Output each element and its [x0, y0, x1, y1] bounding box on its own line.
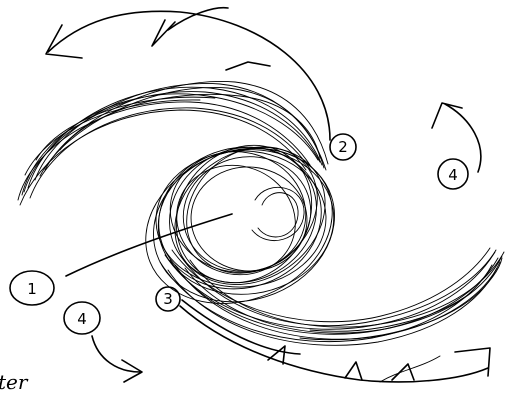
arrow-two-head-right — [226, 62, 270, 70]
arrow-three-head-d — [455, 348, 490, 376]
arrow-two-head-left — [46, 25, 82, 58]
spiral-arm-upper-left — [18, 81, 328, 205]
pointer-line-one — [66, 214, 232, 276]
arrow-two-stroke — [48, 11, 330, 140]
arrow-three-stroke-extra — [380, 356, 440, 382]
arrow-three-head-b — [345, 362, 362, 380]
label-three-text: 3 — [163, 290, 173, 308]
label-four-left-group: 4 — [64, 302, 142, 382]
arrow-four-right-head — [432, 103, 462, 128]
arrow-three-stroke-lower — [180, 306, 488, 382]
label-four-right-text: 4 — [448, 166, 458, 184]
arrow-two-head-mid — [152, 20, 175, 46]
label-four-left-text: 4 — [77, 310, 87, 328]
label-four-right-group: 4 — [432, 103, 481, 189]
label-one-text: 1 — [27, 280, 37, 298]
label-two-text: 2 — [338, 138, 348, 156]
spiral-core — [122, 118, 355, 331]
handwritten-fragment: ter — [0, 370, 29, 393]
